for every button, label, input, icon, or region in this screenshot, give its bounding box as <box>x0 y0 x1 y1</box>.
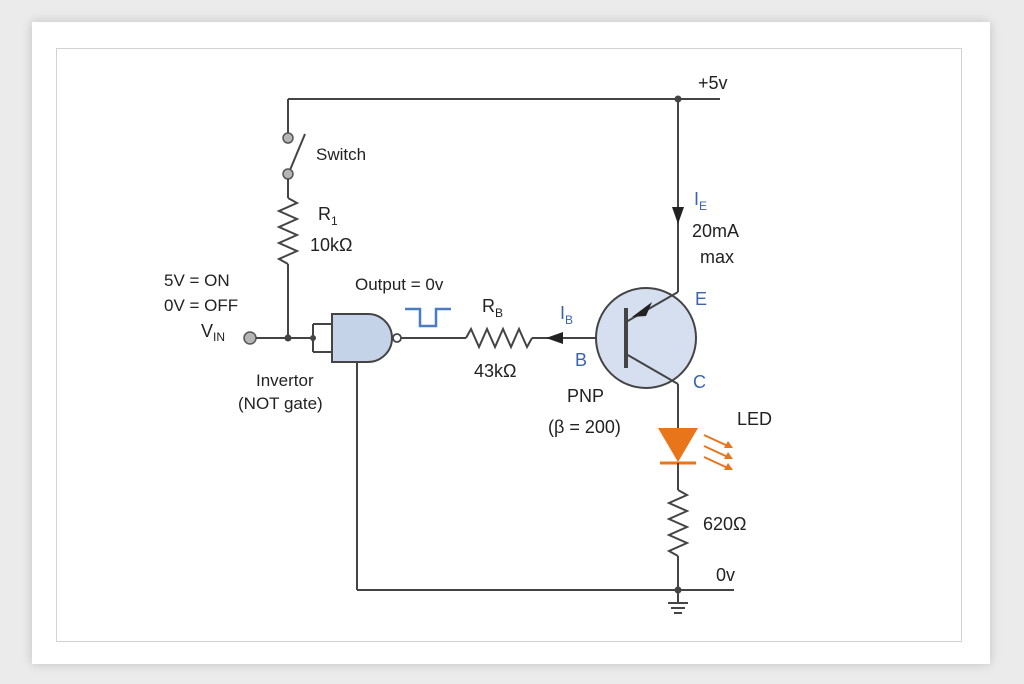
gate-bubble <box>392 333 402 343</box>
ib-arrow-icon <box>546 332 563 344</box>
rb-value: 43kΩ <box>474 361 516 381</box>
led-label: LED <box>737 409 772 429</box>
switch-label: Switch <box>316 145 366 164</box>
not-gate-label: (NOT gate) <box>238 394 323 413</box>
invertor-label: Invertor <box>256 371 314 390</box>
vin-label: VIN <box>201 321 225 344</box>
switch-contact-top <box>282 132 294 144</box>
vin-terminal <box>243 331 257 345</box>
switch-lever <box>289 133 306 171</box>
ib-label: IB <box>560 303 573 327</box>
vin-junction <box>284 334 292 342</box>
r1-value: 10kΩ <box>310 235 352 255</box>
vin-off-label: 0V = OFF <box>164 296 238 315</box>
supply-label: +5v <box>698 73 728 93</box>
led-diode <box>658 428 698 462</box>
output-label: Output = 0v <box>355 275 444 294</box>
rb-label: RB <box>482 296 503 320</box>
ie-arrow-icon <box>672 207 684 224</box>
emitter-label: E <box>695 289 707 309</box>
vin-on-label: 5V = ON <box>164 271 230 290</box>
emitter-arrow-icon <box>632 302 652 317</box>
collector-label: C <box>693 372 706 392</box>
rb-resistor <box>465 326 533 350</box>
current-max-unit: max <box>700 247 734 267</box>
transistor-type-label: PNP <box>567 386 604 406</box>
ground-icon <box>668 602 688 614</box>
nand-gate <box>331 313 393 363</box>
transistor-emitter-leg <box>625 291 679 323</box>
r1-resistor <box>276 197 300 265</box>
led-light-icon <box>703 434 733 470</box>
transistor-collector-leg <box>625 353 679 385</box>
ie-label: IE <box>694 189 707 213</box>
current-max-label: 20mA <box>692 221 739 241</box>
pnp-transistor <box>595 287 697 389</box>
switch-contact-bottom <box>282 168 294 180</box>
ground-label: 0v <box>716 565 735 585</box>
beta-label: (β = 200) <box>548 417 621 437</box>
output-pulse-icon <box>405 307 451 328</box>
gate-input-junction <box>310 335 316 341</box>
led-resistor <box>666 489 690 557</box>
led-resistor-value: 620Ω <box>703 514 747 534</box>
r1-label: R1 <box>318 204 338 228</box>
diagram-panel <box>56 48 962 642</box>
base-label: B <box>575 350 587 370</box>
